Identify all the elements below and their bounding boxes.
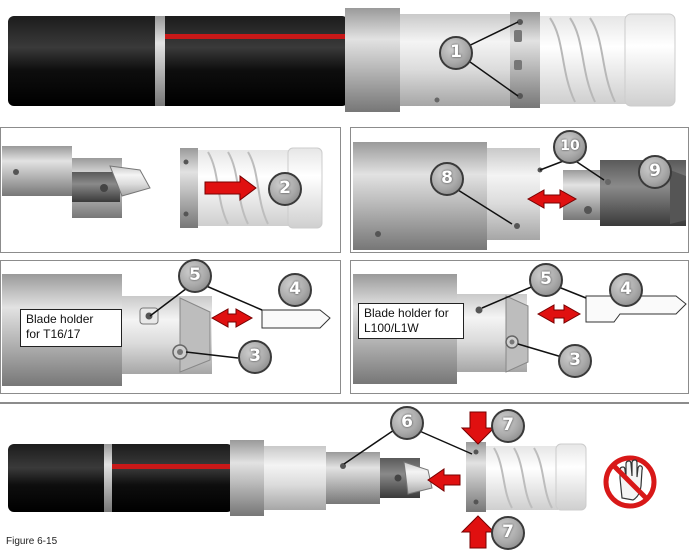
callout-7-bottom: 7 [491, 516, 525, 550]
panel-remove-cap [0, 127, 341, 253]
callout-10: 10 [553, 130, 587, 164]
callout-4-left: 4 [278, 273, 312, 307]
callout-8: 8 [430, 162, 464, 196]
callout-4-right: 4 [609, 273, 643, 307]
divider-line [0, 402, 689, 404]
callout-7-top: 7 [491, 409, 525, 443]
panel-insert-tool [350, 127, 689, 253]
callout-3-right: 3 [558, 344, 592, 378]
label-blade-holder-t16: Blade holder for T16/17 [20, 309, 122, 347]
callout-5-right: 5 [529, 263, 563, 297]
panel-blade-holder-t16 [0, 260, 341, 394]
callout-9: 9 [638, 155, 672, 189]
label-blade-holder-l100: Blade holder for L100/L1W [358, 303, 464, 339]
callout-6: 6 [390, 406, 424, 440]
no-hand-icon [603, 455, 657, 509]
callout-5-left: 5 [178, 259, 212, 293]
callout-1: 1 [439, 36, 473, 70]
callout-2: 2 [268, 172, 302, 206]
top-tool-assembly [8, 8, 676, 112]
figure-caption: Figure 6-15 [6, 536, 58, 547]
callout-3-left: 3 [238, 340, 272, 374]
